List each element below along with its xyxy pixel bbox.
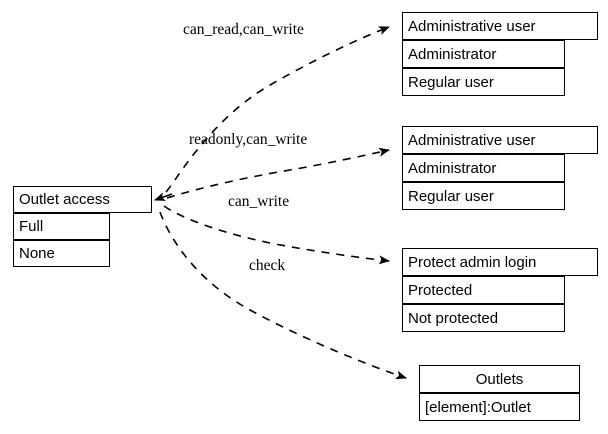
edge-readonly-can-write [166, 147, 390, 199]
node-administrative-user-1-row-administrator: Administrator [402, 40, 565, 68]
edge-label-can-read-can-write: can_read,can_write [183, 21, 304, 38]
edge-check [159, 211, 407, 380]
edge-label-check: check [249, 257, 286, 274]
node-protect-admin-login-title: Protect admin login [402, 248, 598, 276]
edge-label-can-write: can_write [228, 193, 290, 210]
node-administrative-user-2-title: Administrative user [402, 126, 598, 154]
node-protect-admin-login-row-protected: Protected [402, 276, 565, 304]
edge-source-arrow [154, 192, 173, 201]
node-outlet-access-row-full: Full [13, 213, 110, 240]
node-protect-admin-login-row-not-protected: Not protected [402, 304, 565, 332]
node-outlets-title: Outlets [419, 365, 580, 393]
edge-can-read-can-write [165, 26, 390, 193]
node-administrative-user-1-title: Administrative user [402, 12, 598, 40]
edge-can-write [163, 205, 390, 265]
node-outlet-access-row-none: None [13, 240, 110, 267]
node-administrative-user-1-row-regular-user: Regular user [402, 68, 565, 96]
edge-label-readonly-can-write: readonly,can_write [189, 131, 308, 148]
node-administrative-user-2-row-administrator: Administrator [402, 154, 565, 182]
node-administrative-user-2-row-regular-user: Regular user [402, 182, 565, 210]
node-outlets-row-element-outlet: [element]:Outlet [419, 393, 580, 421]
node-outlet-access-title: Outlet access [13, 186, 152, 213]
